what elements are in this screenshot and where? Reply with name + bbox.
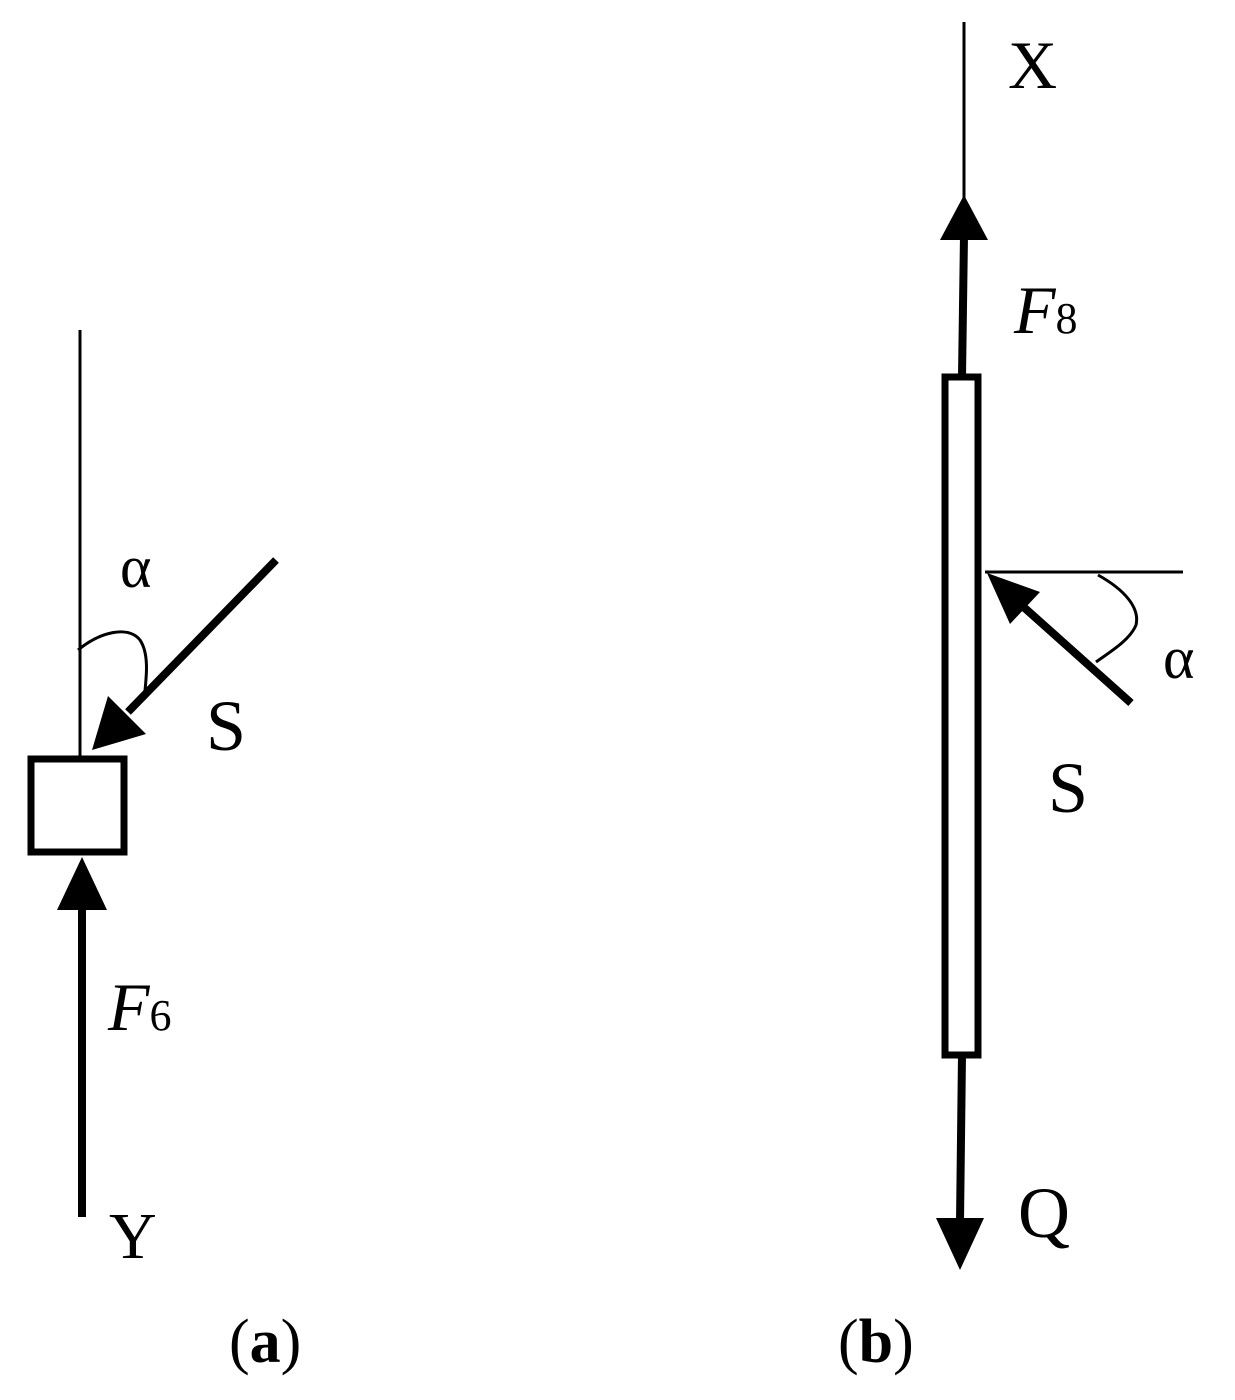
panel-a-force-s-arrowhead xyxy=(92,696,146,750)
panel-a: α S F6 Y (a) xyxy=(27,330,301,1376)
panel-a-force-f6-arrowhead xyxy=(57,857,107,910)
panel-b-x-label: X xyxy=(1008,27,1057,103)
panel-a-f6-subscript: 6 xyxy=(150,991,172,1040)
panel-b-f8-letter: F xyxy=(1013,272,1057,348)
panel-b-force-f8-arrowhead xyxy=(940,195,988,240)
panel-b-force-q-shaft xyxy=(956,1054,966,1223)
panel-b-force-s-arrowhead xyxy=(987,573,1040,624)
panel-b-force-f8-shaft xyxy=(958,234,968,378)
panel-b-s-label: S xyxy=(1048,748,1088,828)
panel-a-caption-close: ) xyxy=(281,1308,302,1376)
panel-b-angle-arc xyxy=(1095,573,1139,664)
panel-a-block xyxy=(27,755,128,856)
panel-b-rod xyxy=(941,373,982,1059)
panel-b-q-label: Q xyxy=(1018,1173,1070,1253)
panel-a-caption: (a) xyxy=(229,1308,301,1376)
panel-a-f6-label: F6 xyxy=(107,969,172,1045)
panel-b-alpha-label: α xyxy=(1163,625,1194,691)
panel-a-y-label: Y xyxy=(109,1200,157,1273)
panel-a-angle-arc xyxy=(77,630,148,701)
panel-a-caption-letter: a xyxy=(250,1308,281,1376)
panel-b-caption-open: ( xyxy=(838,1308,859,1376)
panel-a-alpha-label: α xyxy=(120,534,151,600)
panel-b-caption-letter: b xyxy=(859,1308,893,1376)
panel-b-force-s-shaft xyxy=(1015,599,1134,706)
panel-a-s-label: S xyxy=(206,686,246,766)
panel-a-caption-open: ( xyxy=(229,1308,250,1376)
panel-a-force-s-shaft xyxy=(125,557,279,715)
panel-b: X F8 α S Q (b) xyxy=(838,22,1194,1376)
panel-b-f8-label: F8 xyxy=(1013,272,1078,348)
panel-b-f8-subscript: 8 xyxy=(1056,294,1078,343)
panel-b-force-q-arrowhead xyxy=(936,1218,984,1270)
panel-a-f6-letter: F xyxy=(107,969,151,1045)
panel-b-caption-close: ) xyxy=(893,1308,914,1376)
panel-b-caption: (b) xyxy=(838,1308,914,1376)
